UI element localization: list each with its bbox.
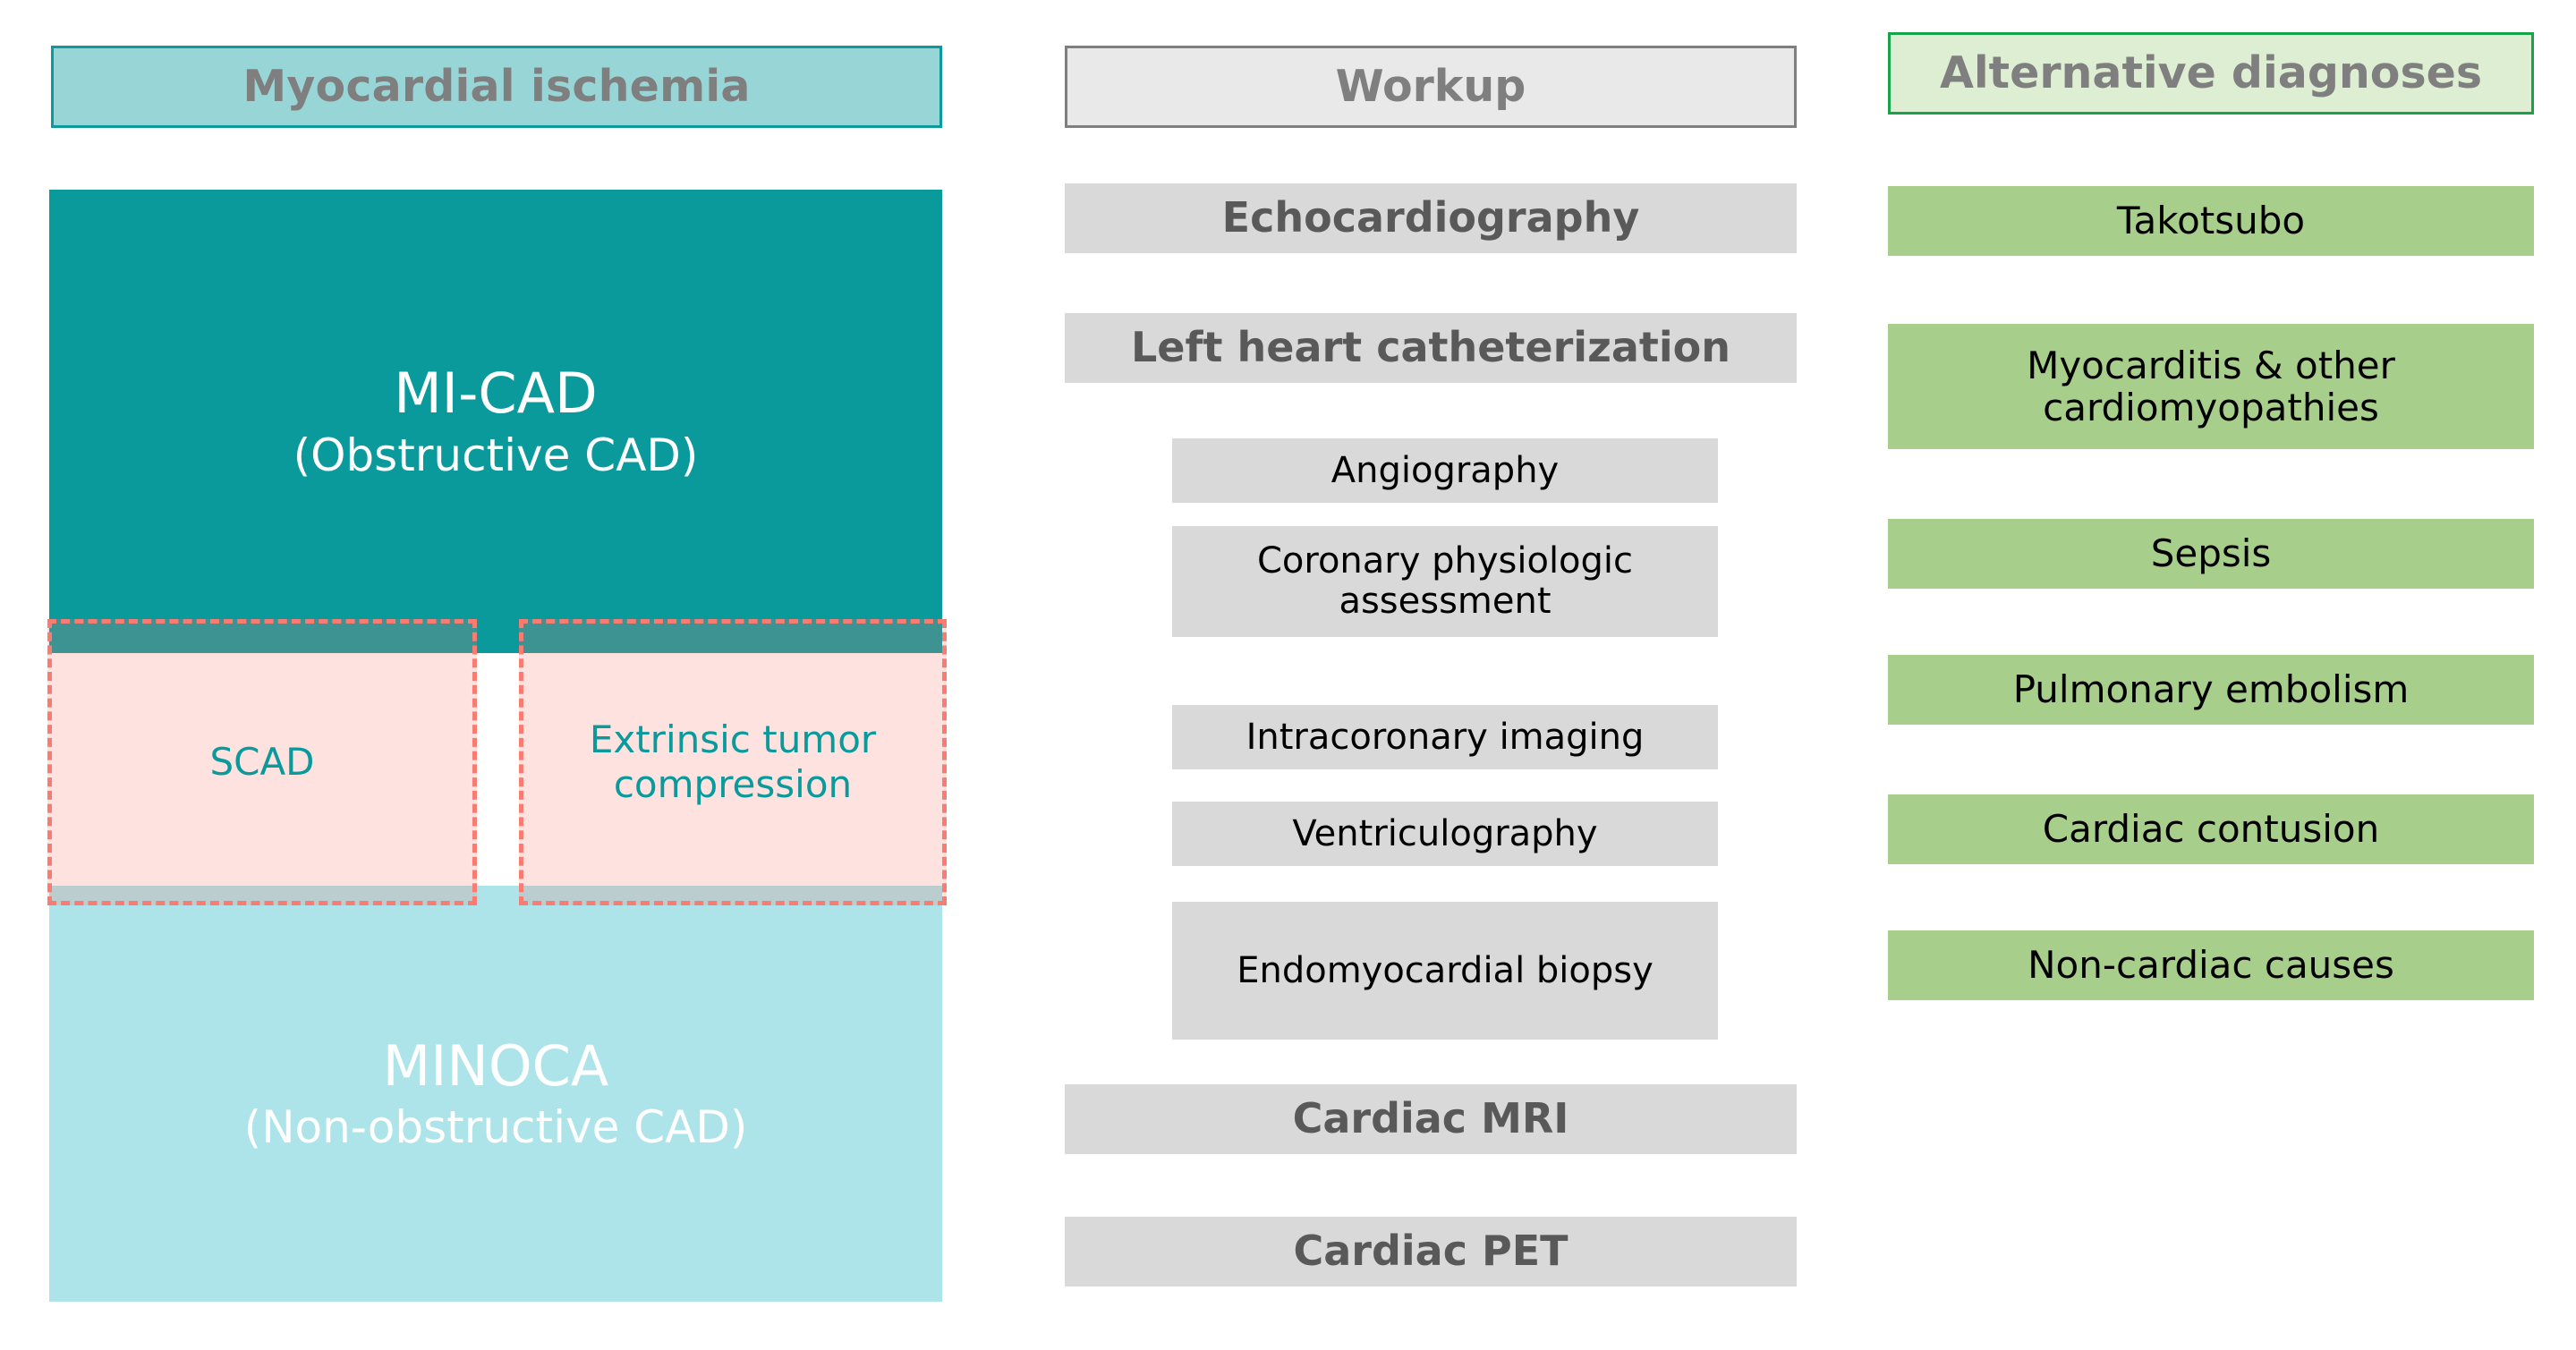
minoca-subtitle: (Non-obstructive CAD) [243,1101,748,1154]
minoca-title: MINOCA [382,1032,609,1099]
mi-cad-subtitle: (Obstructive CAD) [293,429,699,481]
workup-item-left-heart-catheterization[interactable]: Left heart catheterization [1065,313,1797,383]
alternative-diagnosis-cardiac-contusion[interactable]: Cardiac contusion [1888,794,2534,864]
alternative-diagnosis-non-cardiac-causes[interactable]: Non-cardiac causes [1888,930,2534,1000]
column-header-workup: Workup [1065,46,1797,128]
workup-item-echocardiography[interactable]: Echocardiography [1065,183,1797,253]
block-minoca: MINOCA (Non-obstructive CAD) [49,886,942,1302]
alternative-diagnosis-myocarditis-and-other-cardiomyopathies[interactable]: Myocarditis & other cardiomyopathies [1888,324,2534,449]
workup-item-endomyocardial-biopsy[interactable]: Endomyocardial biopsy [1172,902,1718,1040]
overlay-box-scad: SCAD [47,619,477,905]
workup-item-intracoronary-imaging[interactable]: Intracoronary imaging [1172,705,1718,769]
workup-item-angiography[interactable]: Angiography [1172,438,1718,503]
column-header-alternative-diagnoses: Alternative diagnoses [1888,32,2534,115]
column-header-myocardial-ischemia: Myocardial ischemia [51,46,942,128]
workup-item-cardiac-pet[interactable]: Cardiac PET [1065,1217,1797,1286]
overlay-separator-gap [477,653,519,886]
mi-cad-title: MI-CAD [394,361,598,427]
alternative-diagnosis-takotsubo[interactable]: Takotsubo [1888,186,2534,256]
overlay-box-extrinsic-tumor-compression: Extrinsic tumor compression [519,619,947,905]
workup-item-cardiac-mri[interactable]: Cardiac MRI [1065,1084,1797,1154]
workup-item-coronary-physiologic-assessment[interactable]: Coronary physiologic assessment [1172,526,1718,637]
alternative-diagnosis-sepsis[interactable]: Sepsis [1888,519,2534,589]
alternative-diagnosis-pulmonary-embolism[interactable]: Pulmonary embolism [1888,655,2534,725]
block-mi-cad: MI-CAD (Obstructive CAD) [49,190,942,653]
workup-item-ventriculography[interactable]: Ventriculography [1172,802,1718,866]
